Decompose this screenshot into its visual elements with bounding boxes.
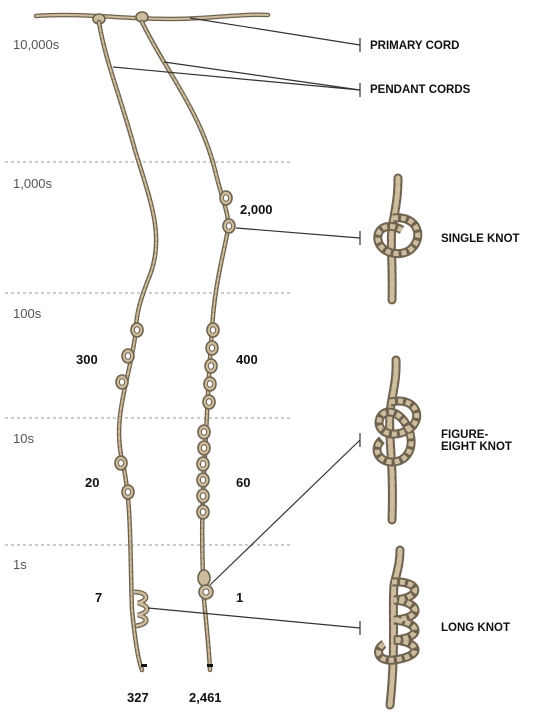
- right-cord-thousands: 2,000: [240, 202, 273, 217]
- label-figure-eight-knot: FIGURE- EIGHT KNOT: [441, 429, 512, 453]
- pendant-cord-left: [99, 22, 156, 670]
- figure-eight-knot-illustration: [377, 360, 417, 520]
- left-cord-tens: 20: [85, 475, 99, 490]
- place-value-1000s: 1,000s: [13, 176, 52, 191]
- long-knot-on-cord: [134, 592, 147, 626]
- leader-pendant-left: [113, 67, 360, 90]
- place-value-1s: 1s: [13, 557, 27, 572]
- label-pendant-cords: PENDANT CORDS: [370, 84, 470, 96]
- label-single-knot: SINGLE KNOT: [441, 233, 520, 245]
- single-knot: [115, 456, 127, 470]
- single-knot: [204, 377, 216, 391]
- single-knot: [116, 375, 128, 389]
- single-knot: [198, 425, 210, 439]
- single-knot: [197, 489, 209, 503]
- single-knot: [203, 395, 215, 409]
- single-knot: [206, 341, 218, 355]
- long-knot-illustration: [379, 550, 415, 705]
- single-knot-illustration: [378, 178, 418, 300]
- right-cord-tens: 60: [236, 475, 250, 490]
- leader-primary-cord: [190, 18, 360, 52]
- single-knot: [205, 359, 217, 373]
- place-value-10000s: 10,000s: [13, 37, 59, 52]
- single-knot: [122, 485, 134, 499]
- leader-long-knot: [148, 608, 360, 635]
- right-cord-ones: 1: [236, 590, 243, 605]
- single-knot: [223, 219, 235, 233]
- left-cord-total: 327: [127, 690, 149, 705]
- label-primary-cord: PRIMARY CORD: [370, 40, 459, 52]
- single-knot: [197, 505, 209, 519]
- single-knot: [220, 191, 232, 205]
- leader-figure-eight: [210, 433, 360, 585]
- leader-single-knot: [236, 228, 360, 245]
- single-knot: [207, 323, 219, 337]
- place-value-100s: 100s: [13, 306, 41, 321]
- leader-pendant-right: [164, 62, 360, 90]
- cord-end-marker: [141, 664, 147, 667]
- place-value-10s: 10s: [13, 431, 34, 446]
- single-knot: [122, 349, 134, 363]
- cord-end-marker: [207, 664, 213, 667]
- single-knot: [197, 457, 209, 471]
- single-knot: [198, 441, 210, 455]
- right-cord-hundreds: 400: [236, 352, 258, 367]
- left-cord-hundreds: 300: [76, 352, 98, 367]
- left-cord-ones: 7: [95, 590, 102, 605]
- label-long-knot: LONG KNOT: [441, 622, 510, 634]
- single-knot: [131, 323, 143, 337]
- single-knot: [197, 473, 209, 487]
- right-cord-total: 2,461: [189, 690, 222, 705]
